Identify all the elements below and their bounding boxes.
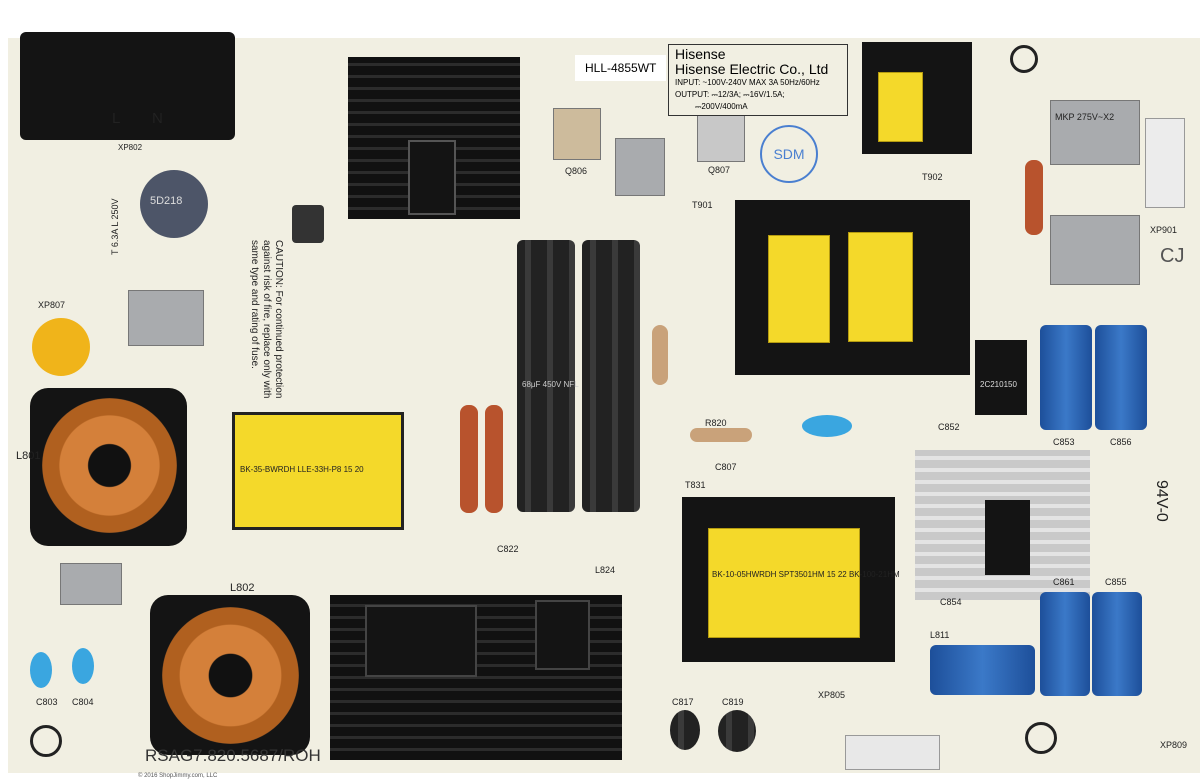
silk-t902: T902 — [922, 172, 943, 182]
transformer-main — [768, 235, 830, 343]
silk-c822: C822 — [497, 544, 519, 554]
transformer-main — [848, 232, 913, 342]
transformer-llc — [232, 412, 404, 530]
silk-l801: L801 — [16, 450, 41, 462]
ac-input-connector — [20, 32, 235, 140]
silk-l811: L811 — [930, 630, 950, 640]
board-number: RSAG7.820.5687/ROH — [145, 746, 321, 765]
part-sticker: HLL-4855WT — [575, 55, 667, 81]
bulk-cap-label: 68μF 450V NFL — [522, 380, 579, 389]
caution-text: CAUTION: For continued protection agains… — [249, 240, 284, 399]
silk-c807: C807 — [715, 462, 737, 472]
silk-l802: L802 — [230, 582, 255, 594]
mosfet — [535, 600, 590, 670]
small-electrolytic — [670, 710, 700, 750]
x-capacitor — [128, 290, 204, 346]
y-capacitor — [72, 648, 94, 684]
silk-r820: R820 — [705, 418, 727, 428]
small-cap — [292, 205, 324, 243]
output-capacitor — [1040, 592, 1090, 696]
aux-transformer — [878, 72, 923, 142]
xcap-label: MKP 275V~X2 — [1055, 112, 1115, 122]
silk-cj: CJ — [1160, 245, 1185, 267]
output-capacitor — [1092, 592, 1142, 696]
nameplate-company: Hisense Electric Co., Ltd — [675, 61, 829, 77]
ic-label: 2C210150 — [980, 380, 1017, 389]
sdm-stamp-text: SDM — [773, 146, 805, 162]
silk-c854: C854 — [940, 597, 962, 607]
silk-xp807: XP807 — [38, 300, 66, 310]
varistor-label: 5D218 — [150, 195, 183, 207]
component-q806 — [553, 108, 601, 160]
silk-c861: C861 — [1053, 577, 1075, 587]
silk-n: N — [152, 110, 163, 127]
component-q807 — [697, 112, 745, 162]
part-sticker-text: HLL-4855WT — [585, 61, 657, 75]
bulk-capacitor — [582, 240, 640, 512]
x-capacitor — [1050, 215, 1140, 285]
y-capacitor — [802, 415, 852, 437]
silk-t901: T901 — [692, 200, 713, 210]
regulator — [985, 500, 1030, 575]
y-capacitor — [30, 652, 52, 688]
mounting-hole — [30, 725, 62, 757]
output-capacitor — [1095, 325, 1147, 430]
silk-t831: T831 — [685, 480, 706, 490]
nameplate: Hisense Hisense Electric Co., Ltd INPUT:… — [668, 44, 848, 116]
yellow-capacitor — [32, 318, 90, 376]
transformer-pfc — [708, 528, 860, 638]
nameplate-output-1: OUTPUT: ⎓12/3A; ⎓16V/1.5A; — [675, 90, 785, 99]
silk-xp809: XP809 — [1160, 740, 1188, 750]
resistor — [690, 428, 752, 442]
silk-l: L — [112, 110, 121, 127]
nameplate-input: INPUT: ~100V-240V MAX 3A 50Hz/60Hz — [675, 78, 820, 87]
silk-q807: Q807 — [708, 165, 731, 175]
fuse-rating: T 6.3A L 250V — [110, 198, 120, 255]
silk-c853: C853 — [1053, 437, 1075, 447]
x-capacitor — [60, 563, 122, 605]
connector-bottom — [845, 735, 940, 770]
output-capacitor — [1040, 325, 1092, 430]
resistor — [460, 405, 478, 513]
x-capacitor — [615, 138, 665, 196]
mounting-hole — [1010, 45, 1038, 73]
small-electrolytic — [718, 710, 756, 752]
silk-c819: C819 — [722, 697, 744, 707]
varistor — [140, 170, 208, 238]
output-capacitor — [930, 645, 1035, 695]
resistor — [652, 325, 668, 385]
connector-right — [1145, 118, 1185, 208]
bulk-capacitor — [517, 240, 575, 512]
mosfet — [408, 140, 456, 215]
silk-l824: L824 — [595, 565, 616, 575]
common-mode-choke — [162, 607, 299, 744]
flammability-rating: 94V-0 — [1153, 480, 1170, 522]
silk-c803: C803 — [36, 697, 58, 707]
silk-c804: C804 — [72, 697, 94, 707]
sdm-stamp: SDM — [760, 125, 818, 183]
rectifier-ic — [975, 340, 1027, 415]
silk-q806: Q806 — [565, 166, 588, 176]
llc-transformer-label: BK-35-BWRDH LLE-33H-P8 15 20 — [240, 465, 364, 474]
resistor — [1025, 160, 1043, 235]
silk-xp802: XP802 — [118, 143, 143, 152]
pfc-transformer-label: BK-10-05HWRDH SPT3501HM 15 22 BK-100-21H… — [712, 570, 900, 579]
nameplate-output-2: ⎓200V/400mA — [695, 102, 748, 111]
silk-c852: C852 — [938, 422, 960, 432]
bridge-rectifier — [365, 605, 477, 677]
x-capacitor — [1050, 100, 1140, 165]
silk-c856: C856 — [1110, 437, 1132, 447]
silk-xp901: XP901 — [1150, 225, 1178, 235]
silk-c817: C817 — [672, 697, 694, 707]
silk-c855: C855 — [1105, 577, 1127, 587]
mounting-hole — [1025, 722, 1057, 754]
common-mode-choke — [42, 398, 177, 533]
silk-xp805: XP805 — [818, 690, 846, 700]
resistor — [485, 405, 503, 513]
copyright: © 2016 ShopJimmy.com, LLC — [138, 773, 218, 779]
nameplate-brand: Hisense — [675, 46, 726, 62]
